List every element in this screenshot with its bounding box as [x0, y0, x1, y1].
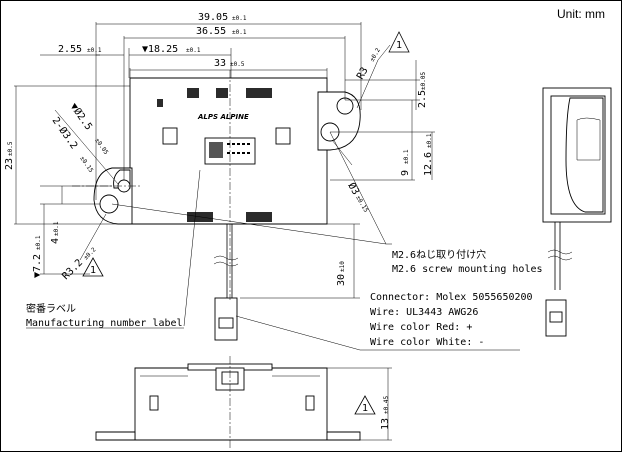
connector-latch	[218, 317, 234, 329]
flag-triangle-icon	[354, 395, 376, 415]
dim-dia-small: ▼Ø2.5	[68, 101, 95, 133]
dim-bottom-offset: ▼7.2	[32, 254, 43, 278]
bottom-slot-right	[305, 395, 315, 411]
tol-body-width: ±0.5	[230, 61, 245, 68]
pad	[187, 88, 199, 98]
dim-lines-right	[330, 60, 435, 181]
leader-label	[183, 169, 201, 327]
dim-lines-side-height	[327, 367, 392, 441]
logo-text: ALPS ALPINE	[197, 113, 249, 121]
label-qr-icon	[209, 142, 223, 158]
dim-lines-left	[40, 185, 112, 275]
side-curved-part	[565, 97, 604, 213]
tol-left-offset: ±0.1	[87, 47, 102, 54]
leader-r3	[356, 44, 391, 109]
notes: M2.6ねじ取り付け穴 M2.6 screw mounting holes 密番…	[26, 248, 543, 351]
note-wire: Wire: UL3443 AWG26	[370, 307, 478, 318]
leader-r32	[79, 213, 107, 261]
flag-triangle-icon	[388, 31, 410, 53]
dimension-lines	[14, 22, 435, 351]
bottom-right-flange	[326, 431, 361, 441]
tol-dia-slot: ±0.15	[78, 155, 94, 174]
dim-dia-right: Ø3	[345, 181, 361, 197]
leader-dia-right	[331, 139, 353, 166]
dim-cable-length: 30	[336, 274, 347, 286]
hole-right-upper	[336, 97, 354, 115]
pad	[216, 88, 228, 98]
hole-left-slot	[99, 194, 119, 214]
pad-right-mid	[275, 127, 291, 145]
tol-radius-bottom: ±0.2	[82, 246, 97, 261]
tol-cable-length: ±10	[339, 261, 346, 272]
dim-body-width: 33	[214, 58, 226, 69]
note-screw-en: M2.6 screw mounting holes	[392, 264, 543, 275]
dim-left-offset: 2.55	[58, 44, 82, 55]
dim-radius-bottom: R3.2	[60, 257, 85, 282]
note-label-jp: 密番ラベル	[26, 302, 76, 315]
note-screw-jp: M2.6ねじ取り付け穴	[392, 248, 486, 261]
side-break-mark	[547, 249, 573, 261]
label-dots	[227, 143, 250, 154]
dim-hole-center-2: 12.6	[423, 152, 434, 176]
tol-radius-top: ±0.2	[369, 47, 382, 63]
tol-top-hole: ±0.05	[420, 72, 427, 90]
bottom-left-flange	[95, 431, 136, 441]
tol-width-total: ±0.1	[232, 15, 247, 22]
tol-hole-center: ±0.1	[403, 149, 410, 164]
dim-width-total: 39.05	[198, 12, 228, 23]
dim-hole-pitch: 36.55	[196, 26, 226, 37]
tol-small-v: ±0.1	[53, 221, 60, 236]
flag-triangle-icon	[82, 257, 104, 277]
dim-line-cable	[240, 223, 360, 299]
note-connector: Connector: Molex 5055650200	[370, 292, 533, 303]
top-view: ALPS ALPINE	[72, 70, 361, 341]
bottom-view	[95, 356, 392, 448]
bottom-slot-left	[149, 395, 159, 411]
side-connector-latch	[549, 311, 563, 323]
tol-hole-pitch: ±0.1	[232, 29, 247, 36]
side-inner-curve	[576, 117, 601, 161]
unit-label: Unit: mm	[557, 7, 605, 21]
revision-flags: 1 1 1	[82, 31, 410, 415]
flag-number: 1	[90, 265, 96, 276]
flag-number: 1	[396, 40, 402, 51]
tol-hole-center-2: ±0.1	[426, 133, 433, 148]
dim-side-height: 13	[380, 418, 391, 430]
tol-height: ±0.5	[7, 141, 14, 156]
tol-center-offset: ±0.1	[186, 47, 201, 54]
tol-side-height: ±0.45	[383, 396, 390, 414]
dim-top-hole: 2.5	[417, 90, 428, 108]
leader-screw-holes	[111, 131, 392, 245]
tol-bottom-offset: ±0.1	[35, 235, 42, 250]
note-label-en: Manufacturing number label	[26, 318, 183, 329]
pad	[157, 99, 163, 107]
note-wire-red: Wire color Red: +	[370, 322, 472, 333]
dim-dia-slot: 2-Ø3.2	[50, 115, 81, 151]
flag-number: 1	[362, 403, 368, 414]
dim-line-23	[14, 85, 130, 225]
pad	[246, 88, 272, 98]
leader-connector	[235, 315, 361, 351]
extension-lines	[95, 22, 362, 200]
dim-height: 23	[4, 158, 15, 170]
dim-small-v: 4	[50, 238, 61, 244]
dim-center-offset: ▼18.25	[142, 44, 178, 55]
pad-left-mid	[162, 127, 178, 145]
break-mark	[213, 255, 239, 267]
leader-dia-small	[54, 109, 119, 185]
pad	[246, 212, 272, 222]
note-wire-white: Wire color White: -	[370, 337, 484, 348]
dim-radius-top: R3	[355, 66, 371, 82]
dim-hole-center: 9	[400, 170, 411, 176]
tol-dia-right: ±0.15	[354, 195, 369, 214]
side-view	[542, 87, 612, 337]
